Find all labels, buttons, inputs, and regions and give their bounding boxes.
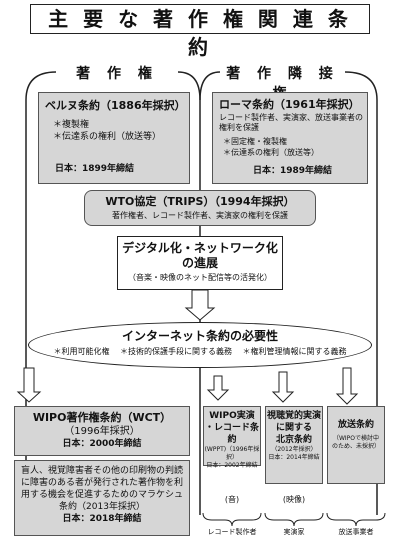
broadcast-sub: （WIPOで検討中のため、未採択） — [331, 435, 380, 450]
berne-title: ベルヌ条約（1886年採択） — [45, 99, 186, 112]
beijing-note: (映像) — [282, 495, 306, 504]
wppt-note: (音) — [224, 495, 240, 504]
label-record-producer: レコード製作者 — [207, 528, 257, 536]
broadcast-title: 放送条約 — [337, 420, 374, 430]
rome-description: レコード製作者、実演家、放送事業者の権利を保護 — [219, 113, 363, 132]
beijing-treaty-box: 視聴覚的実演 に関する 北京条約 （2012年採択） 日本：2014年締結 — [265, 406, 323, 484]
internet-item: ＊利用可能化権 — [53, 347, 110, 356]
wppt-japan: 日本：2002年締結 — [206, 462, 258, 469]
label-performer: 実演家 — [283, 528, 305, 536]
berne-item: ＊複製権 — [53, 120, 90, 130]
beijing-japan: 日本：2014年締結 — [268, 454, 320, 461]
wppt-line1: WIPO実演 — [209, 411, 255, 421]
beijing-line2: に関する — [275, 423, 312, 433]
rome-japan: 日本：1989年締結 — [253, 166, 333, 176]
broadcast-treaty-box: 放送条約 （WIPOで検討中のため、未採択） — [327, 406, 385, 484]
page-title: 主 要 な 著 作 権 関 連 条 約 — [30, 4, 370, 59]
wto-title: WTO協定（TRIPS）（1994年採択） — [105, 195, 295, 208]
wppt-sub: (WPPT)（1996年採択） — [204, 446, 260, 461]
beijing-line3: 北京条約 — [275, 435, 312, 445]
wct-japan: 日本：2000年締結 — [62, 439, 142, 449]
beijing-year: （2012年採択） — [271, 446, 317, 453]
wct-title: WIPO著作権条約（WCT） — [32, 411, 172, 424]
digital-line1: デジタル化・ネットワーク化 — [122, 241, 278, 255]
berne-convention-box: ベルヌ条約（1886年採択） ＊複製権 ＊伝達系の権利（放送等） 日本：1899… — [38, 92, 190, 184]
digital-subtitle: （音楽・映像のネット配信等の活発化） — [128, 273, 272, 282]
wppt-line2: ・レコード条約 — [204, 423, 259, 445]
internet-treaty-ellipse: インターネット条約の必要性 ＊利用可能化権 ＊技術的保護手段に関する義務 ＊権利… — [28, 322, 372, 368]
wct-box: WIPO著作権条約（WCT） （1996年採択） 日本：2000年締結 — [14, 406, 190, 456]
column-header-copyright: 著 作 権 — [56, 63, 178, 83]
wct-year: （1996年採択） — [64, 426, 140, 437]
beijing-line1: 視聴覚的実演 — [266, 411, 321, 421]
berne-item: ＊伝達系の権利（放送等） — [53, 132, 162, 142]
marrakesh-japan: 日本：2018年締結 — [62, 514, 142, 524]
digital-network-box: デジタル化・ネットワーク化 の進展 （音楽・映像のネット配信等の活発化） — [117, 236, 283, 290]
rome-item: ＊伝達系の権利（放送等） — [223, 148, 319, 157]
marrakesh-box: 盲人、視覚障害者その他の印刷物の判読に障害のある者が発行された著作物を利用する機… — [14, 460, 190, 536]
digital-line2: の進展 — [181, 256, 218, 270]
internet-item: ＊技術的保護手段に関する義務 — [120, 347, 232, 356]
wto-trips-box: WTO協定（TRIPS）（1994年採択） 著作権者、レコード製作者、実演家の権… — [84, 190, 316, 226]
rome-convention-box: ローマ条約（1961年採択） レコード製作者、実演家、放送事業者の権利を保護 ＊… — [212, 92, 368, 184]
berne-japan: 日本：1899年締結 — [55, 164, 135, 174]
rome-item: ＊固定権・複製権 — [223, 137, 287, 146]
internet-item: ＊権利管理情報に関する義務 — [242, 347, 347, 356]
marrakesh-text: 盲人、視覚障害者その他の印刷物の判読に障害のある者が発行された著作物を利用する機… — [21, 466, 184, 512]
rome-title: ローマ条約（1961年採択） — [219, 98, 360, 111]
wppt-box: WIPO実演 ・レコード条約 (WPPT)（1996年採択） 日本：2002年締… — [203, 406, 261, 469]
wto-description: 著作権者、レコード製作者、実演家の権利を保護 — [112, 211, 288, 220]
internet-title: インターネット条約の必要性 — [121, 329, 278, 343]
label-broadcaster: 放送事業者 — [338, 528, 374, 536]
